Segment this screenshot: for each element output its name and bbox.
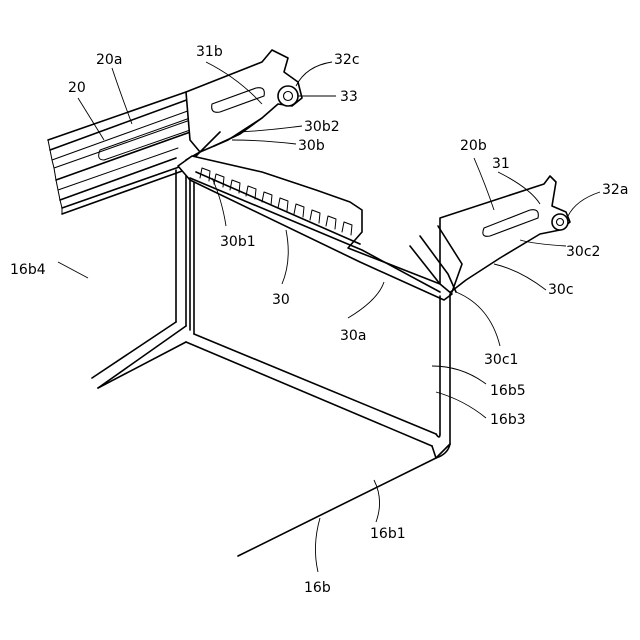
label-20b: 20b (460, 138, 487, 154)
leader-16b4 (58, 262, 88, 278)
reference-labels: 20a 20 31b 32c 33 30b2 30b 20b 31 32a 30… (10, 44, 628, 596)
label-30b: 30b (298, 138, 325, 154)
label-32c: 32c (334, 52, 360, 68)
label-33: 33 (340, 89, 358, 105)
label-30c2: 30c2 (566, 244, 600, 260)
label-16b4: 16b4 (10, 262, 46, 278)
label-20: 20 (68, 80, 86, 96)
leader-16b3 (436, 392, 486, 418)
label-16b3: 16b3 (490, 412, 526, 428)
leader-30 (282, 230, 288, 284)
label-30b2: 30b2 (304, 119, 340, 135)
leader-16b (315, 518, 320, 572)
label-30: 30 (272, 292, 290, 308)
bracket-30b (186, 50, 302, 164)
label-30a: 30a (340, 328, 366, 344)
label-31b: 31b (196, 44, 223, 60)
label-16b5: 16b5 (490, 383, 526, 399)
label-32a: 32a (602, 182, 628, 198)
leader-30c (494, 264, 546, 290)
leader-20b (474, 158, 494, 210)
leader-lines (58, 62, 600, 572)
leader-30b (232, 140, 296, 144)
label-20a: 20a (96, 52, 122, 68)
leader-20 (78, 98, 104, 140)
leader-32a (568, 192, 600, 216)
box-16b (92, 170, 450, 556)
label-16b: 16b (304, 580, 331, 596)
leader-30a (348, 282, 384, 318)
label-30c1: 30c1 (484, 352, 518, 368)
flange-30 (178, 156, 452, 300)
leader-20a (112, 68, 132, 124)
label-16b1: 16b1 (370, 526, 406, 542)
label-30c: 30c (548, 282, 574, 298)
label-31: 31 (492, 156, 510, 172)
left-rail-20 (48, 92, 197, 214)
label-30b1: 30b1 (220, 234, 256, 250)
bracket-30c (410, 176, 570, 294)
leader-32c (296, 62, 332, 86)
leader-30c1 (456, 292, 500, 346)
